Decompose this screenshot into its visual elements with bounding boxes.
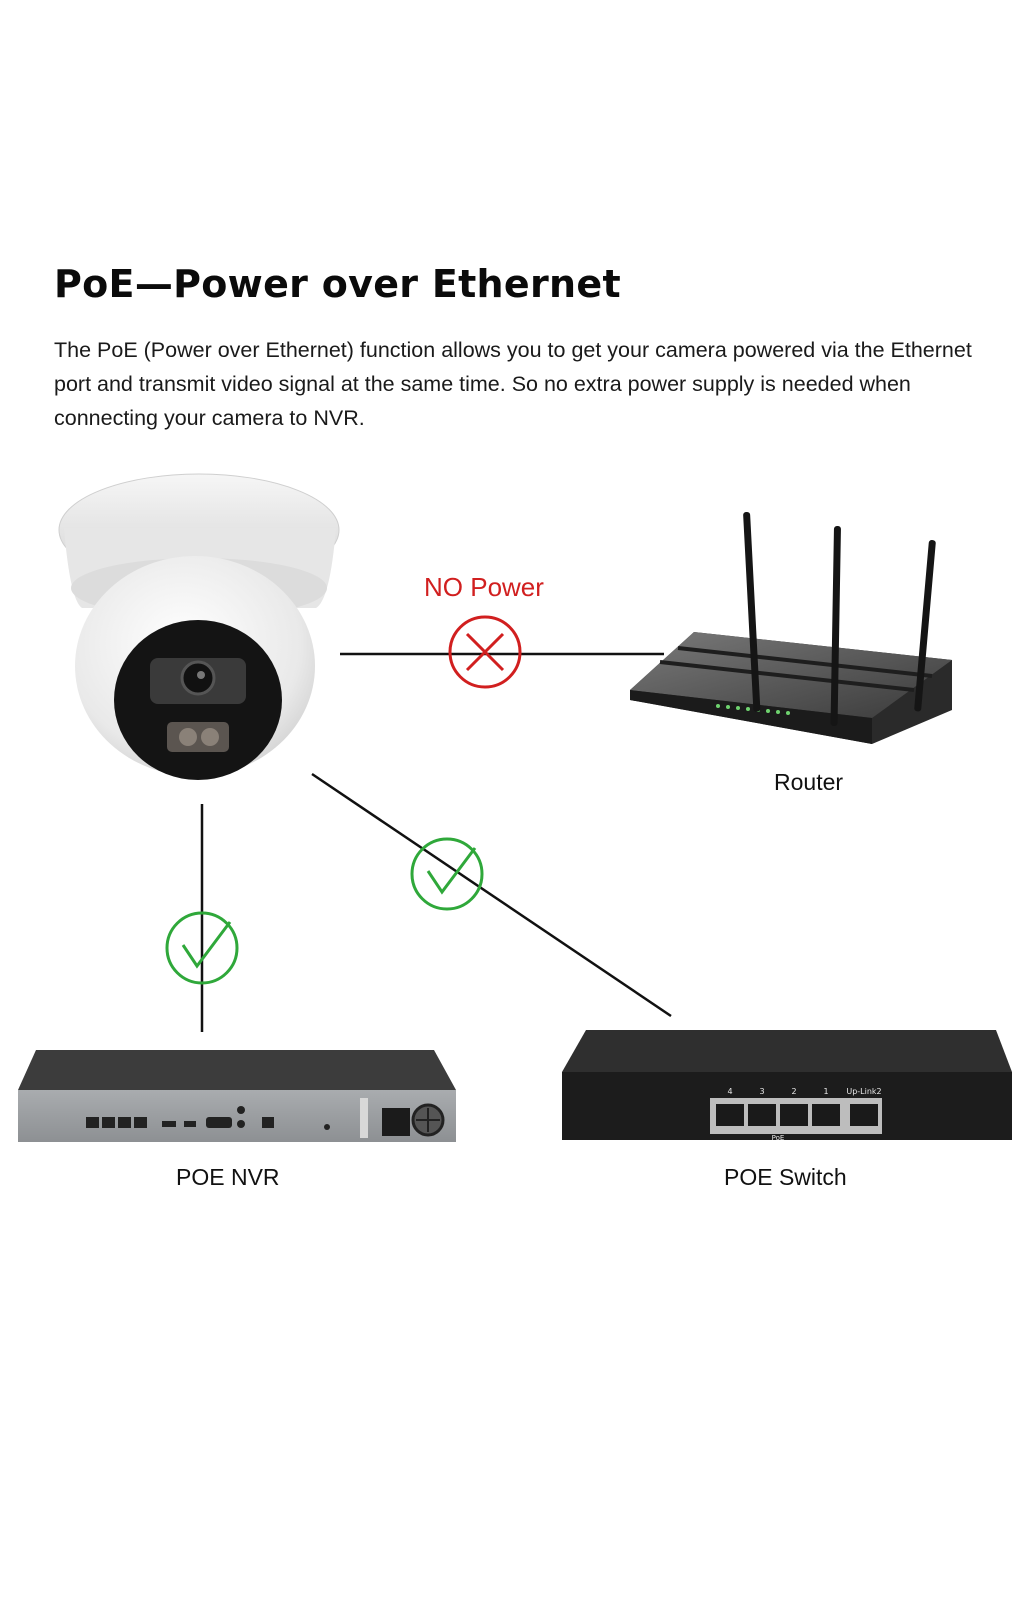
poe-nvr-icon — [18, 1050, 456, 1142]
dome-camera-icon — [58, 473, 340, 780]
poe-switch-icon: 4 3 2 1 Up-Link2 PoE — [562, 1030, 1012, 1142]
switch-port-label: 1 — [823, 1087, 828, 1096]
nvr-ok-check-icon — [165, 911, 239, 985]
no-power-x-icon — [448, 615, 522, 689]
camera-switch-line — [311, 772, 672, 1018]
description-text: The PoE (Power over Ethernet) function a… — [54, 338, 972, 430]
switch-ok-check-icon — [410, 837, 484, 911]
switch-port-label: 2 — [791, 1087, 796, 1096]
no-power-label: NO Power — [424, 572, 544, 602]
router-label: Router — [774, 769, 844, 795]
switch-port-label: Up-Link2 — [846, 1087, 881, 1096]
switch-port-label: 4 — [727, 1087, 732, 1096]
page-title: PoE—Power over Ethernet — [54, 262, 621, 306]
router-icon — [630, 511, 952, 744]
switch-poe-label: PoE — [772, 1134, 785, 1142]
poe-nvr-label: POE NVR — [176, 1164, 280, 1190]
poe-switch-label: POE Switch — [724, 1164, 847, 1190]
switch-port-label: 3 — [759, 1087, 764, 1096]
